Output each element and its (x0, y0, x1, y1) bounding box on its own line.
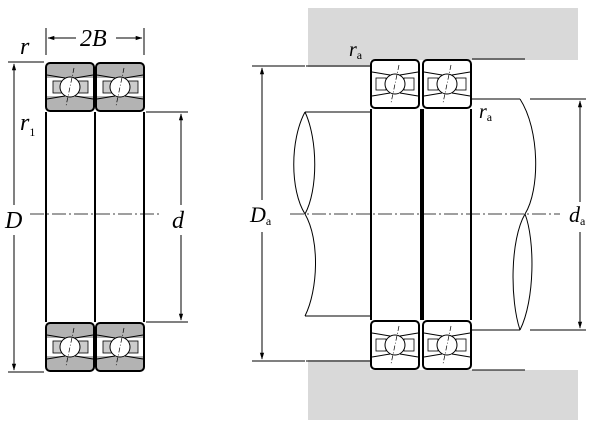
mounted-section-bottom-right (422, 320, 472, 370)
bearing-pair-right (290, 59, 560, 370)
shaft (293, 98, 537, 331)
bearing-section-bottom-left (45, 322, 95, 372)
bearing-section-bottom-right (95, 322, 145, 372)
label-Da: Da (249, 202, 272, 228)
bearing-section-top-right (95, 62, 145, 112)
label-r: r (20, 34, 30, 60)
label-D: D (4, 208, 22, 234)
label-r1: r1 (20, 110, 35, 139)
label-d: d (172, 208, 185, 234)
label-2b: 2B (80, 26, 107, 52)
label-ra-right: ra (479, 101, 493, 124)
bearing-pair-left (30, 62, 160, 372)
label-ra-top: ra (349, 39, 363, 62)
mounted-section-bottom-left (370, 320, 420, 370)
bearing-section-top-left (45, 62, 95, 112)
housing (306, 8, 578, 420)
mounted-section-top-right (422, 59, 472, 109)
mounted-section-top-left (370, 59, 420, 109)
label-da: da (569, 202, 586, 228)
